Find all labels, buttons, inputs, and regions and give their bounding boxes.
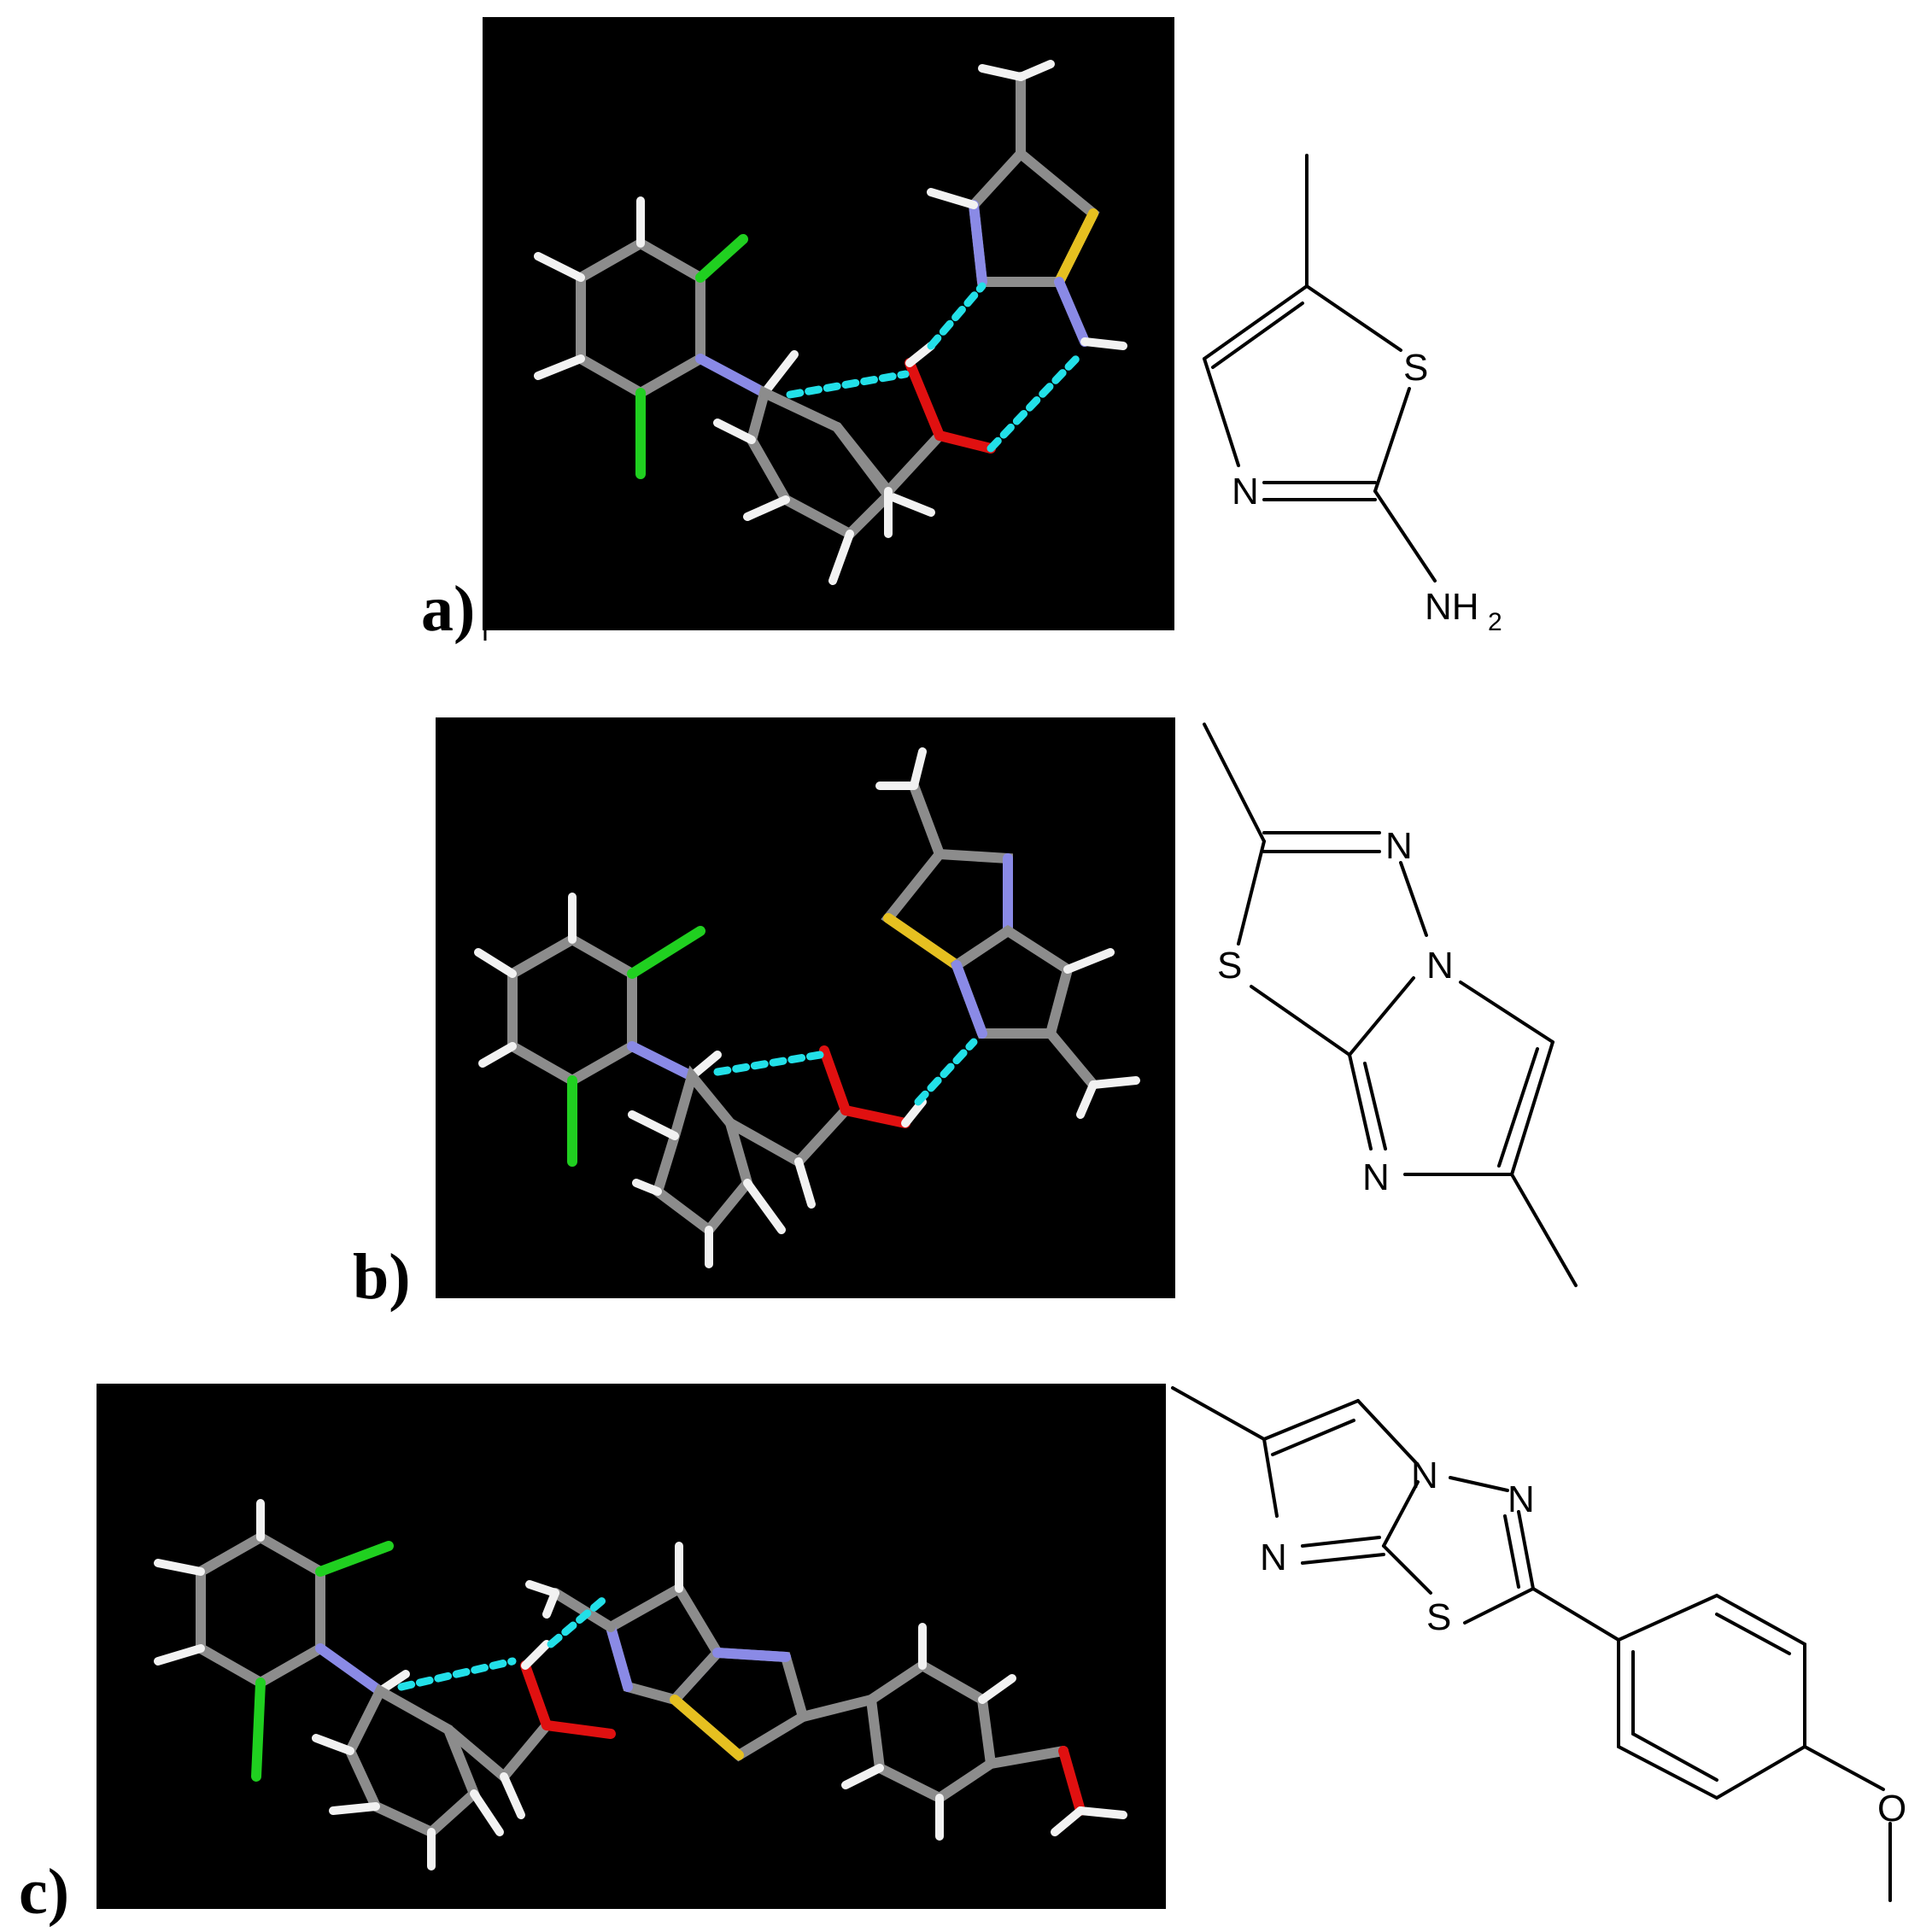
panel-c-atom-s: S	[1426, 1596, 1451, 1638]
panel-a-atom-nh2-subscript: 2	[1488, 608, 1502, 636]
panel-c-atom-o: O	[1877, 1788, 1906, 1830]
panel-c-atom-n-bridge: N	[1411, 1455, 1438, 1496]
panel-b-atom-n-top: N	[1385, 825, 1413, 867]
panel-b-atom-s: S	[1217, 945, 1242, 986]
panel-c-label: c)	[19, 1856, 69, 1928]
panel-a-2d-structure: S N NH 2	[1203, 154, 1502, 636]
panel-c-atom-n-left: N	[1260, 1537, 1287, 1578]
panel-a-molecule-model	[534, 60, 1127, 585]
panel-b-atom-n-bottom: N	[1362, 1156, 1390, 1198]
panel-a: a) S N NH 2	[421, 17, 1502, 645]
panel-b-label: b)	[353, 1241, 411, 1313]
panel-a-render	[483, 17, 1174, 630]
panel-c-molecule-model	[154, 1499, 1127, 1871]
panel-c-render	[97, 1384, 1166, 1909]
panel-a-atom-s: S	[1403, 347, 1428, 389]
panel-a-atom-n: N	[1232, 471, 1259, 512]
panel-c-atom-n-right: N	[1508, 1478, 1535, 1520]
panel-c: c) N N N S O	[19, 1384, 1906, 1928]
panel-a-label: a)	[421, 573, 475, 645]
panel-b-molecule-model	[474, 747, 1140, 1268]
panel-b: b) N S N N	[353, 717, 1578, 1313]
panel-b-2d-structure: N S N N	[1203, 723, 1578, 1287]
panel-b-atom-n-bridge: N	[1426, 945, 1454, 986]
panel-b-render	[436, 717, 1175, 1298]
panel-a-atom-nh2: NH	[1425, 586, 1479, 628]
panel-c-2d-structure: N N N S O	[1171, 1386, 1906, 1902]
